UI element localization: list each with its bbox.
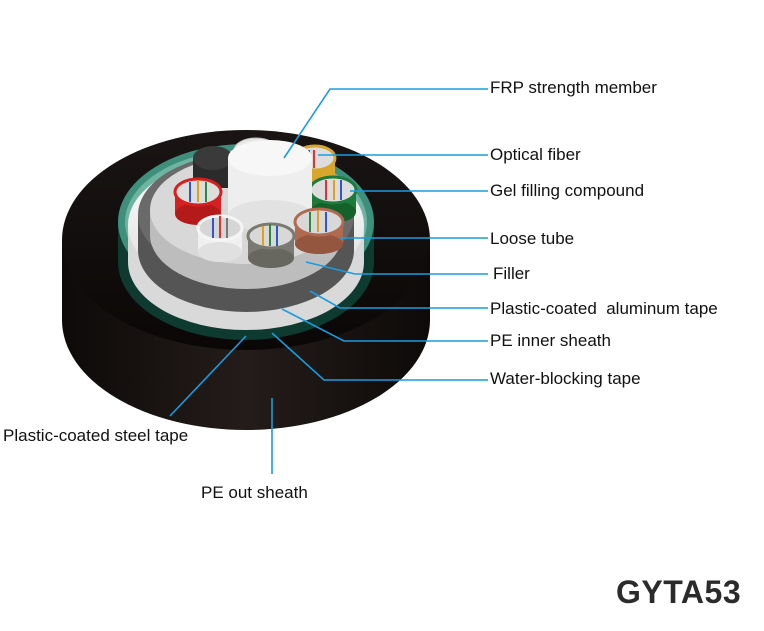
label-frp-strength-member: FRP strength member [490,78,657,97]
leader-aluminum-tape [309,290,488,309]
leader-frp [283,88,488,159]
frp-strength-member [228,140,312,232]
loose-tube-white [196,214,244,262]
leader-lines [169,88,488,474]
model-title: GYTA53 [616,574,742,610]
label-water-blocking-tape: Water-blocking tape [490,369,641,388]
label-gel-filling-compound: Gel filling compound [490,181,645,200]
label-pe-out-sheath: PE out sheath [201,483,308,502]
leader-steel-tape [169,335,247,417]
loose-tube-brown [293,207,345,254]
label-aluminum-tape: Plastic-coated aluminum tape [490,299,718,318]
label-optical-fiber: Optical fiber [490,145,581,164]
label-steel-tape: Plastic-coated steel tape [3,426,189,445]
leader-inner-sheath [281,308,488,342]
label-pe-inner-sheath: PE inner sheath [490,331,611,350]
leader-water-blocking [271,332,488,381]
loose-tubes [173,137,358,268]
label-loose-tube: Loose tube [490,229,575,248]
loose-tube-grey [246,222,296,268]
leader-filler [305,261,488,275]
label-filler: Filler [493,264,530,283]
